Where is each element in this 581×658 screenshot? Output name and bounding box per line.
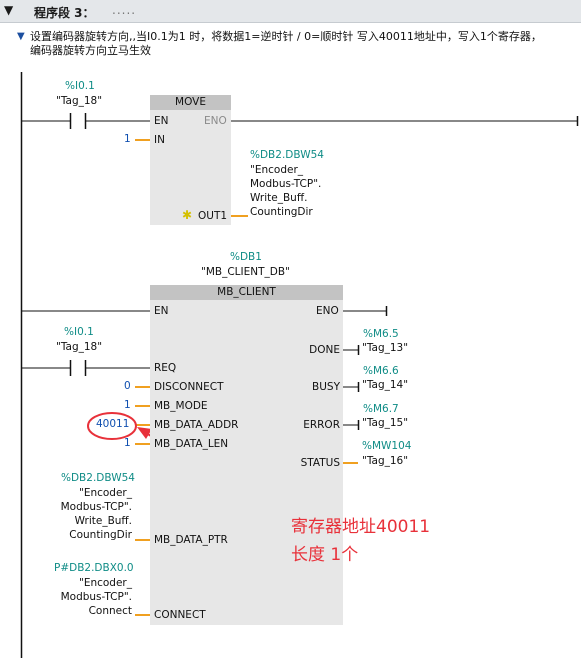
move-in-pin[interactable]: IN — [154, 134, 165, 146]
error-address[interactable]: %M6.7 — [363, 403, 399, 415]
annotation-circle — [87, 412, 137, 440]
mbclient-status-pin[interactable]: STATUS — [300, 457, 340, 469]
segment-comment-line1[interactable]: 设置编码器旋转方向,,当I0.1为1 时，将数据1=逆时针 / 0=顺时针 写入… — [30, 30, 542, 43]
annotation-text-line1: 寄存器地址40011 — [291, 517, 431, 537]
contact1-address[interactable]: %I0.1 — [65, 80, 95, 92]
move-block-title: MOVE — [150, 95, 231, 110]
ptr-address[interactable]: %DB2.DBW54 — [61, 472, 135, 484]
move-out-line1[interactable]: "Encoder_ — [250, 164, 304, 176]
mbclient-connect-pin[interactable]: CONNECT — [154, 609, 206, 621]
comment-collapse-icon[interactable]: ▼ — [17, 31, 25, 42]
segment-title-placeholder[interactable]: ..... — [112, 3, 137, 17]
move-out-line3[interactable]: Write_Buff. — [250, 192, 308, 204]
mbclient-disconnect-pin[interactable]: DISCONNECT — [154, 381, 224, 393]
ptr-line3[interactable]: Write_Buff. — [74, 515, 132, 527]
data-addr-value[interactable]: 40011 — [96, 418, 130, 430]
segment-header[interactable]: ▼ 程序段 3： ..... — [0, 0, 581, 23]
move-out1-pin[interactable]: OUT1 — [198, 210, 228, 222]
status-address[interactable]: %MW104 — [362, 440, 412, 452]
mbclient-block-title: MB_CLIENT — [150, 285, 343, 300]
mbclient-busy-pin[interactable]: BUSY — [312, 381, 340, 393]
star-icon: ✱ — [182, 208, 193, 222]
annotation-text-line2: 长度 1个 — [291, 545, 359, 565]
mbclient-db-address[interactable]: %DB1 — [230, 251, 262, 263]
mbclient-data-addr-pin[interactable]: MB_DATA_ADDR — [154, 419, 239, 431]
mbclient-req-pin[interactable]: REQ — [154, 362, 177, 374]
mbclient-done-pin[interactable]: DONE — [309, 344, 340, 356]
status-tag[interactable]: "Tag_16" — [362, 455, 409, 467]
connect-line2[interactable]: Modbus-TCP". — [60, 591, 132, 603]
disconnect-value[interactable]: 0 — [124, 380, 131, 392]
mbclient-data-len-pin[interactable]: MB_DATA_LEN — [154, 438, 229, 450]
annotation-arrow-head — [137, 427, 152, 439]
move-out-line2[interactable]: Modbus-TCP". — [250, 178, 322, 190]
collapse-triangle-icon[interactable]: ▼ — [4, 3, 14, 17]
move-block[interactable]: MOVE — [150, 95, 231, 225]
move-in-value[interactable]: 1 — [124, 133, 131, 145]
ptr-line1[interactable]: "Encoder_ — [78, 487, 132, 499]
mbclient-db-name[interactable]: "MB_CLIENT_DB" — [201, 266, 290, 278]
connect-line1[interactable]: "Encoder_ — [78, 577, 132, 589]
segment-title: 程序段 3： — [34, 6, 95, 20]
move-out-line4[interactable]: CountingDir — [250, 206, 313, 218]
contact1-tag[interactable]: "Tag_18" — [56, 95, 103, 107]
busy-tag[interactable]: "Tag_14" — [362, 379, 409, 391]
req-address[interactable]: %I0.1 — [64, 326, 94, 338]
error-tag[interactable]: "Tag_15" — [362, 417, 409, 429]
done-address[interactable]: %M6.5 — [363, 328, 399, 340]
mbclient-error-pin[interactable]: ERROR — [303, 419, 340, 431]
ptr-line2[interactable]: Modbus-TCP". — [60, 501, 132, 513]
mbclient-eno-pin[interactable]: ENO — [316, 305, 339, 317]
data-len-value[interactable]: 1 — [124, 437, 131, 449]
mbclient-mode-pin[interactable]: MB_MODE — [154, 400, 208, 412]
req-tag[interactable]: "Tag_18" — [56, 341, 103, 353]
mbclient-data-ptr-pin[interactable]: MB_DATA_PTR — [154, 534, 228, 546]
contact2[interactable] — [66, 359, 90, 377]
contact1[interactable] — [66, 112, 90, 130]
connect-line3[interactable]: Connect — [88, 605, 132, 617]
done-tag[interactable]: "Tag_13" — [362, 342, 409, 354]
connect-address[interactable]: P#DB2.DBX0.0 — [54, 562, 134, 574]
ptr-line4[interactable]: CountingDir — [69, 529, 132, 541]
move-en-pin[interactable]: EN — [154, 115, 169, 127]
segment-comment-line2[interactable]: 编码器旋转方向立马生效 — [30, 44, 151, 57]
move-out-address[interactable]: %DB2.DBW54 — [250, 149, 324, 161]
busy-address[interactable]: %M6.6 — [363, 365, 399, 377]
mbclient-en-pin[interactable]: EN — [154, 305, 169, 317]
mode-value[interactable]: 1 — [124, 399, 131, 411]
move-eno-pin[interactable]: ENO — [204, 115, 227, 127]
mbclient-block[interactable]: MB_CLIENT — [150, 285, 343, 625]
